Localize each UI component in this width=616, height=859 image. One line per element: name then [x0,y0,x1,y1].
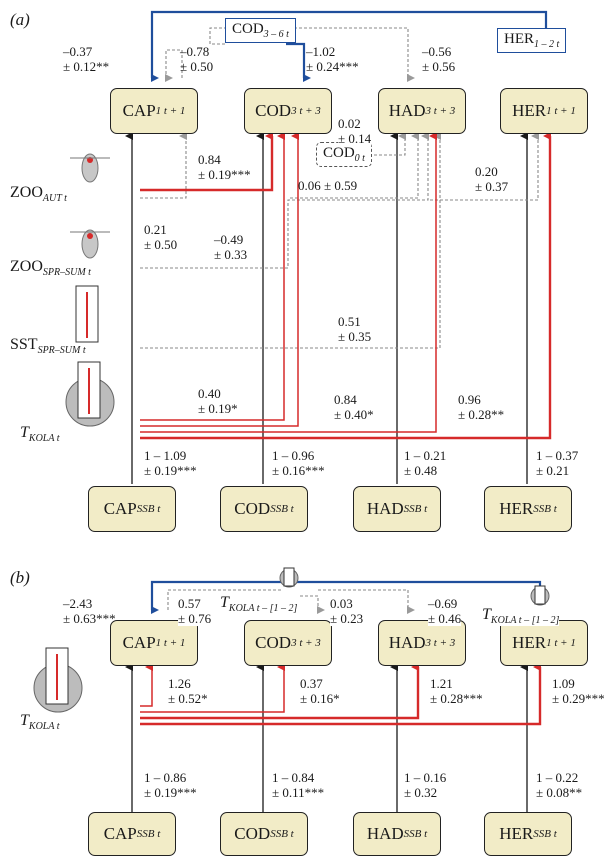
a-coef: 0.51± 0.35 [338,314,372,344]
a-coef: 0.84± 0.40* [334,392,374,422]
a-cap-density-edge [165,49,183,82]
b-tkola-to-her-edge [140,663,542,726]
a-ssb-coef: 1 – 0.37± 0.21 [536,448,579,478]
copepod-icon [70,153,110,183]
b-coef: 0.03± 0.23 [330,596,364,626]
thermometer-globe-icon [65,361,115,427]
b-driver-tkola-lag: TKOLA t – [1 – 2] [220,594,298,615]
b-coef: 0.57± 0.76 [178,596,212,626]
panel-b-label: (b) [10,568,30,587]
a-coef: –0.56± 0.56 [422,44,456,74]
a-cod-to-had-edge [209,27,415,82]
a-coef: 0.40± 0.19* [198,386,238,416]
a-coef: 0.02± 0.14 [338,116,372,146]
small-thermometer-icon [530,585,550,606]
a-ssb-coef: 1 – 0.21± 0.48 [404,448,447,478]
b-coef: 1.09± 0.29*** [552,676,605,706]
b-driver-tkola: TKOLA t [20,712,60,733]
a-coef: –1.02± 0.24*** [306,44,359,74]
b-driver-tkola-lag: TKOLA t – [1 – 2] [482,606,560,627]
a-coef: 0.06 ± 0.59 [298,178,358,193]
a-grey-edges [140,27,539,349]
a-zoo-aut-to-had-edge [290,132,419,199]
a-sst-edge [140,132,441,349]
a-box-her12: HER1 – 2 t [497,28,567,53]
a-cod36-to-cod-edge [286,42,311,82]
b-coef: –2.43± 0.63*** [63,596,116,626]
b-coef: –0.69± 0.46 [428,596,462,626]
a-driver-zoo-aut: ZOOAUT t [10,184,67,205]
b-tkola-to-cap-edge [140,663,153,707]
b-ssb-coef: 1 – 0.86± 0.19*** [144,770,197,800]
b-coef: 1.21± 0.28*** [430,676,483,706]
a-cod0-to-had-edge [374,132,406,156]
a-driver-sst: SSTSPR–SUM t [10,336,86,357]
a-ssb-coef: 1 – 0.96± 0.16*** [272,448,325,478]
a-zoo-spr-edge [140,132,429,269]
a-coef: –0.78± 0.50 [180,44,214,74]
b-tkola-lag-to-cod-edge [300,595,325,614]
b-tkola-to-cod-edge [140,663,285,713]
a-ssb-coef: 1 – 1.09± 0.19*** [144,448,197,478]
b-cap-density-edge [167,589,282,610]
a-tkola-to-cod2-edge [140,132,299,427]
b-ssb-coef: 1 – 0.22± 0.08** [536,770,583,800]
a-coef: –0.49± 0.33 [214,232,248,262]
b-coef: 1.26± 0.52* [168,676,208,706]
b-cod-to-had-edge [318,589,415,614]
b-ssb-coef: 1 – 0.16± 0.32 [404,770,447,800]
a-tkola-to-had-edge [140,132,437,433]
b-tkola-to-had-edge [140,663,420,720]
a-driver-tkola: TKOLA t [20,424,60,445]
a-box-cod36: COD3 – 6 t [225,18,296,43]
a-coef: 0.84± 0.19*** [198,152,251,182]
b-ssb-coef: 1 – 0.84± 0.11*** [272,770,325,800]
a-coef: 0.21± 0.50 [144,222,178,252]
a-coef: –0.37± 0.12** [63,44,110,74]
a-her12-to-cap-edge [150,10,548,82]
a-zoo-aut-grey-edge [140,132,187,199]
thermometer-icon [75,285,99,343]
b-grey-edges [167,589,415,614]
a-red-edges [140,132,552,440]
a-blue-edges [150,10,548,82]
panel-a-label: (a) [10,10,30,29]
thermometer-globe-icon [33,647,83,713]
b-red-edges [140,663,542,726]
a-coef: 0.20± 0.37 [475,164,509,194]
b-coef: 0.37± 0.16* [300,676,340,706]
a-tkola-to-cod-edge [140,132,285,421]
a-zoo-aut-to-cod-edge [140,132,274,192]
a-driver-zoo-spr: ZOOSPR–SUM t [10,258,91,279]
a-coef: 0.96± 0.28** [458,392,505,422]
copepod-icon [70,229,110,259]
a-zoo-aut-to-her-edge [430,132,539,201]
small-thermometer-icon [279,567,299,588]
b-ssb-edges [125,663,528,816]
a-tkola-to-her-edge [140,132,552,440]
